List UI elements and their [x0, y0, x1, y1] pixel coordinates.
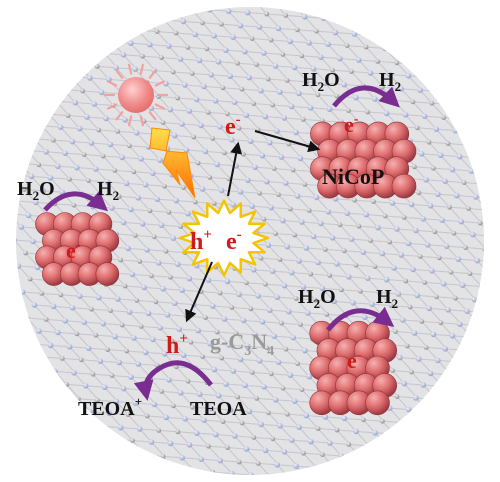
- lightning-bolt-icon: [149, 127, 196, 199]
- nicop-particle-left: [35, 212, 120, 286]
- label-electron-top-right-particle: e-: [344, 112, 359, 137]
- label-hydrogen-left: H2: [97, 178, 119, 203]
- nicop-particle-bottom-right: [309, 320, 398, 416]
- label-burst-hole: h+: [190, 227, 212, 255]
- label-water-bottom-right: H2O: [298, 286, 336, 311]
- reaction-arrow-bottom-right: [326, 306, 395, 332]
- label-donor: TEOA: [190, 398, 247, 420]
- label-electron-bottom-right-particle: e-: [347, 348, 362, 373]
- electron-transfer-arrow-to-nicop: [254, 130, 321, 153]
- label-oxidized-donor: TEOA+: [78, 394, 142, 420]
- reaction-arrow-donor: [133, 360, 213, 401]
- label-catalyst: NiCoP: [322, 164, 384, 189]
- hole-transfer-arrow-down: [185, 261, 213, 323]
- label-water-left: H2O: [17, 178, 55, 203]
- label-hole-free: h+: [166, 331, 188, 359]
- sun-icon: [103, 63, 169, 127]
- label-burst-electron: e-: [226, 227, 242, 255]
- label-hydrogen-bottom-right: H2: [376, 286, 398, 311]
- reaction-arrow-left: [43, 190, 109, 212]
- label-water-top-right: H2O: [302, 69, 340, 94]
- label-hydrogen-top-right: H2: [379, 69, 401, 94]
- label-electron-free: e-: [225, 112, 241, 140]
- nicop-particle-top-right: [310, 121, 417, 199]
- electron-transfer-arrow-up: [227, 141, 243, 197]
- reaction-arrow-top-right: [332, 85, 400, 108]
- charge-burst-icon: [178, 199, 270, 277]
- label-support: g-C3N4: [210, 329, 274, 359]
- label-electron-left-particle: e-: [66, 238, 81, 263]
